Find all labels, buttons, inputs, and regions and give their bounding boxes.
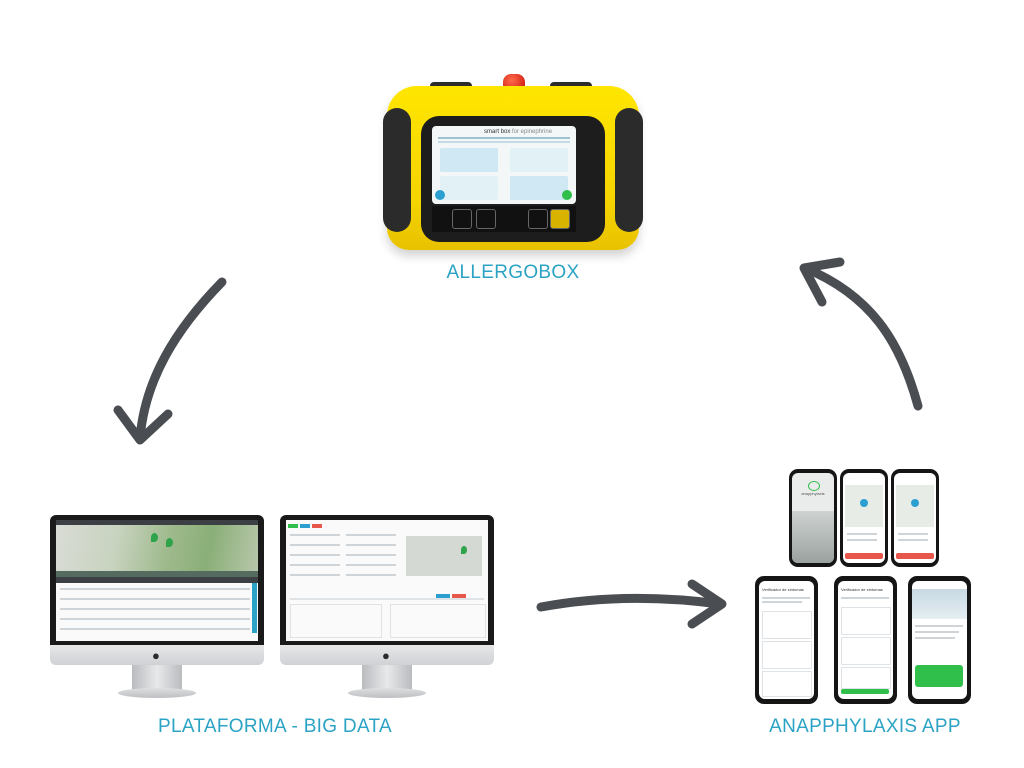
device-back-icon bbox=[435, 190, 445, 200]
alert-button[interactable] bbox=[896, 553, 934, 559]
map-view[interactable] bbox=[56, 525, 258, 571]
heart-icon bbox=[808, 481, 820, 491]
arrow-right-icon bbox=[536, 579, 727, 629]
arrow-down-left-icon bbox=[113, 277, 227, 445]
confirm-button[interactable] bbox=[841, 689, 889, 694]
caption-app: ANAPPHYLAXIS APP bbox=[769, 716, 961, 737]
map-pin-icon[interactable] bbox=[151, 533, 158, 542]
user-photo bbox=[912, 589, 967, 619]
device-screen: smart box for epinephrine bbox=[432, 126, 576, 204]
mini-map[interactable] bbox=[406, 536, 482, 576]
apple-logo-icon: ● bbox=[382, 648, 390, 663]
map-pin-icon bbox=[461, 546, 467, 554]
device-panel-respiratory bbox=[510, 148, 568, 172]
device-panel-gastro bbox=[510, 176, 568, 200]
device-right-grip bbox=[615, 108, 643, 232]
call-button[interactable] bbox=[915, 665, 963, 687]
device-next-icon bbox=[562, 190, 572, 200]
caption-plataforma: PLATAFORMA - BIG DATA bbox=[158, 716, 392, 737]
alert-button[interactable] bbox=[845, 553, 883, 559]
arrow-up-left-icon bbox=[799, 257, 923, 411]
device-button-bar bbox=[432, 206, 576, 232]
device-panel-skin bbox=[440, 148, 498, 172]
map-pin-icon[interactable] bbox=[166, 538, 173, 547]
apple-logo-icon: ● bbox=[152, 648, 160, 663]
device-brand: smart box for epinephrine bbox=[484, 129, 553, 135]
device-left-grip bbox=[383, 108, 411, 232]
caption-allergobox: ALLERGOBOX bbox=[446, 262, 580, 283]
device-panel-cardio bbox=[440, 176, 498, 200]
symptom-title: Verificador de síntomas bbox=[762, 587, 804, 592]
symptom-title: Verificador de síntomas bbox=[841, 587, 883, 592]
app-logo: anapphylaxis bbox=[801, 491, 825, 496]
